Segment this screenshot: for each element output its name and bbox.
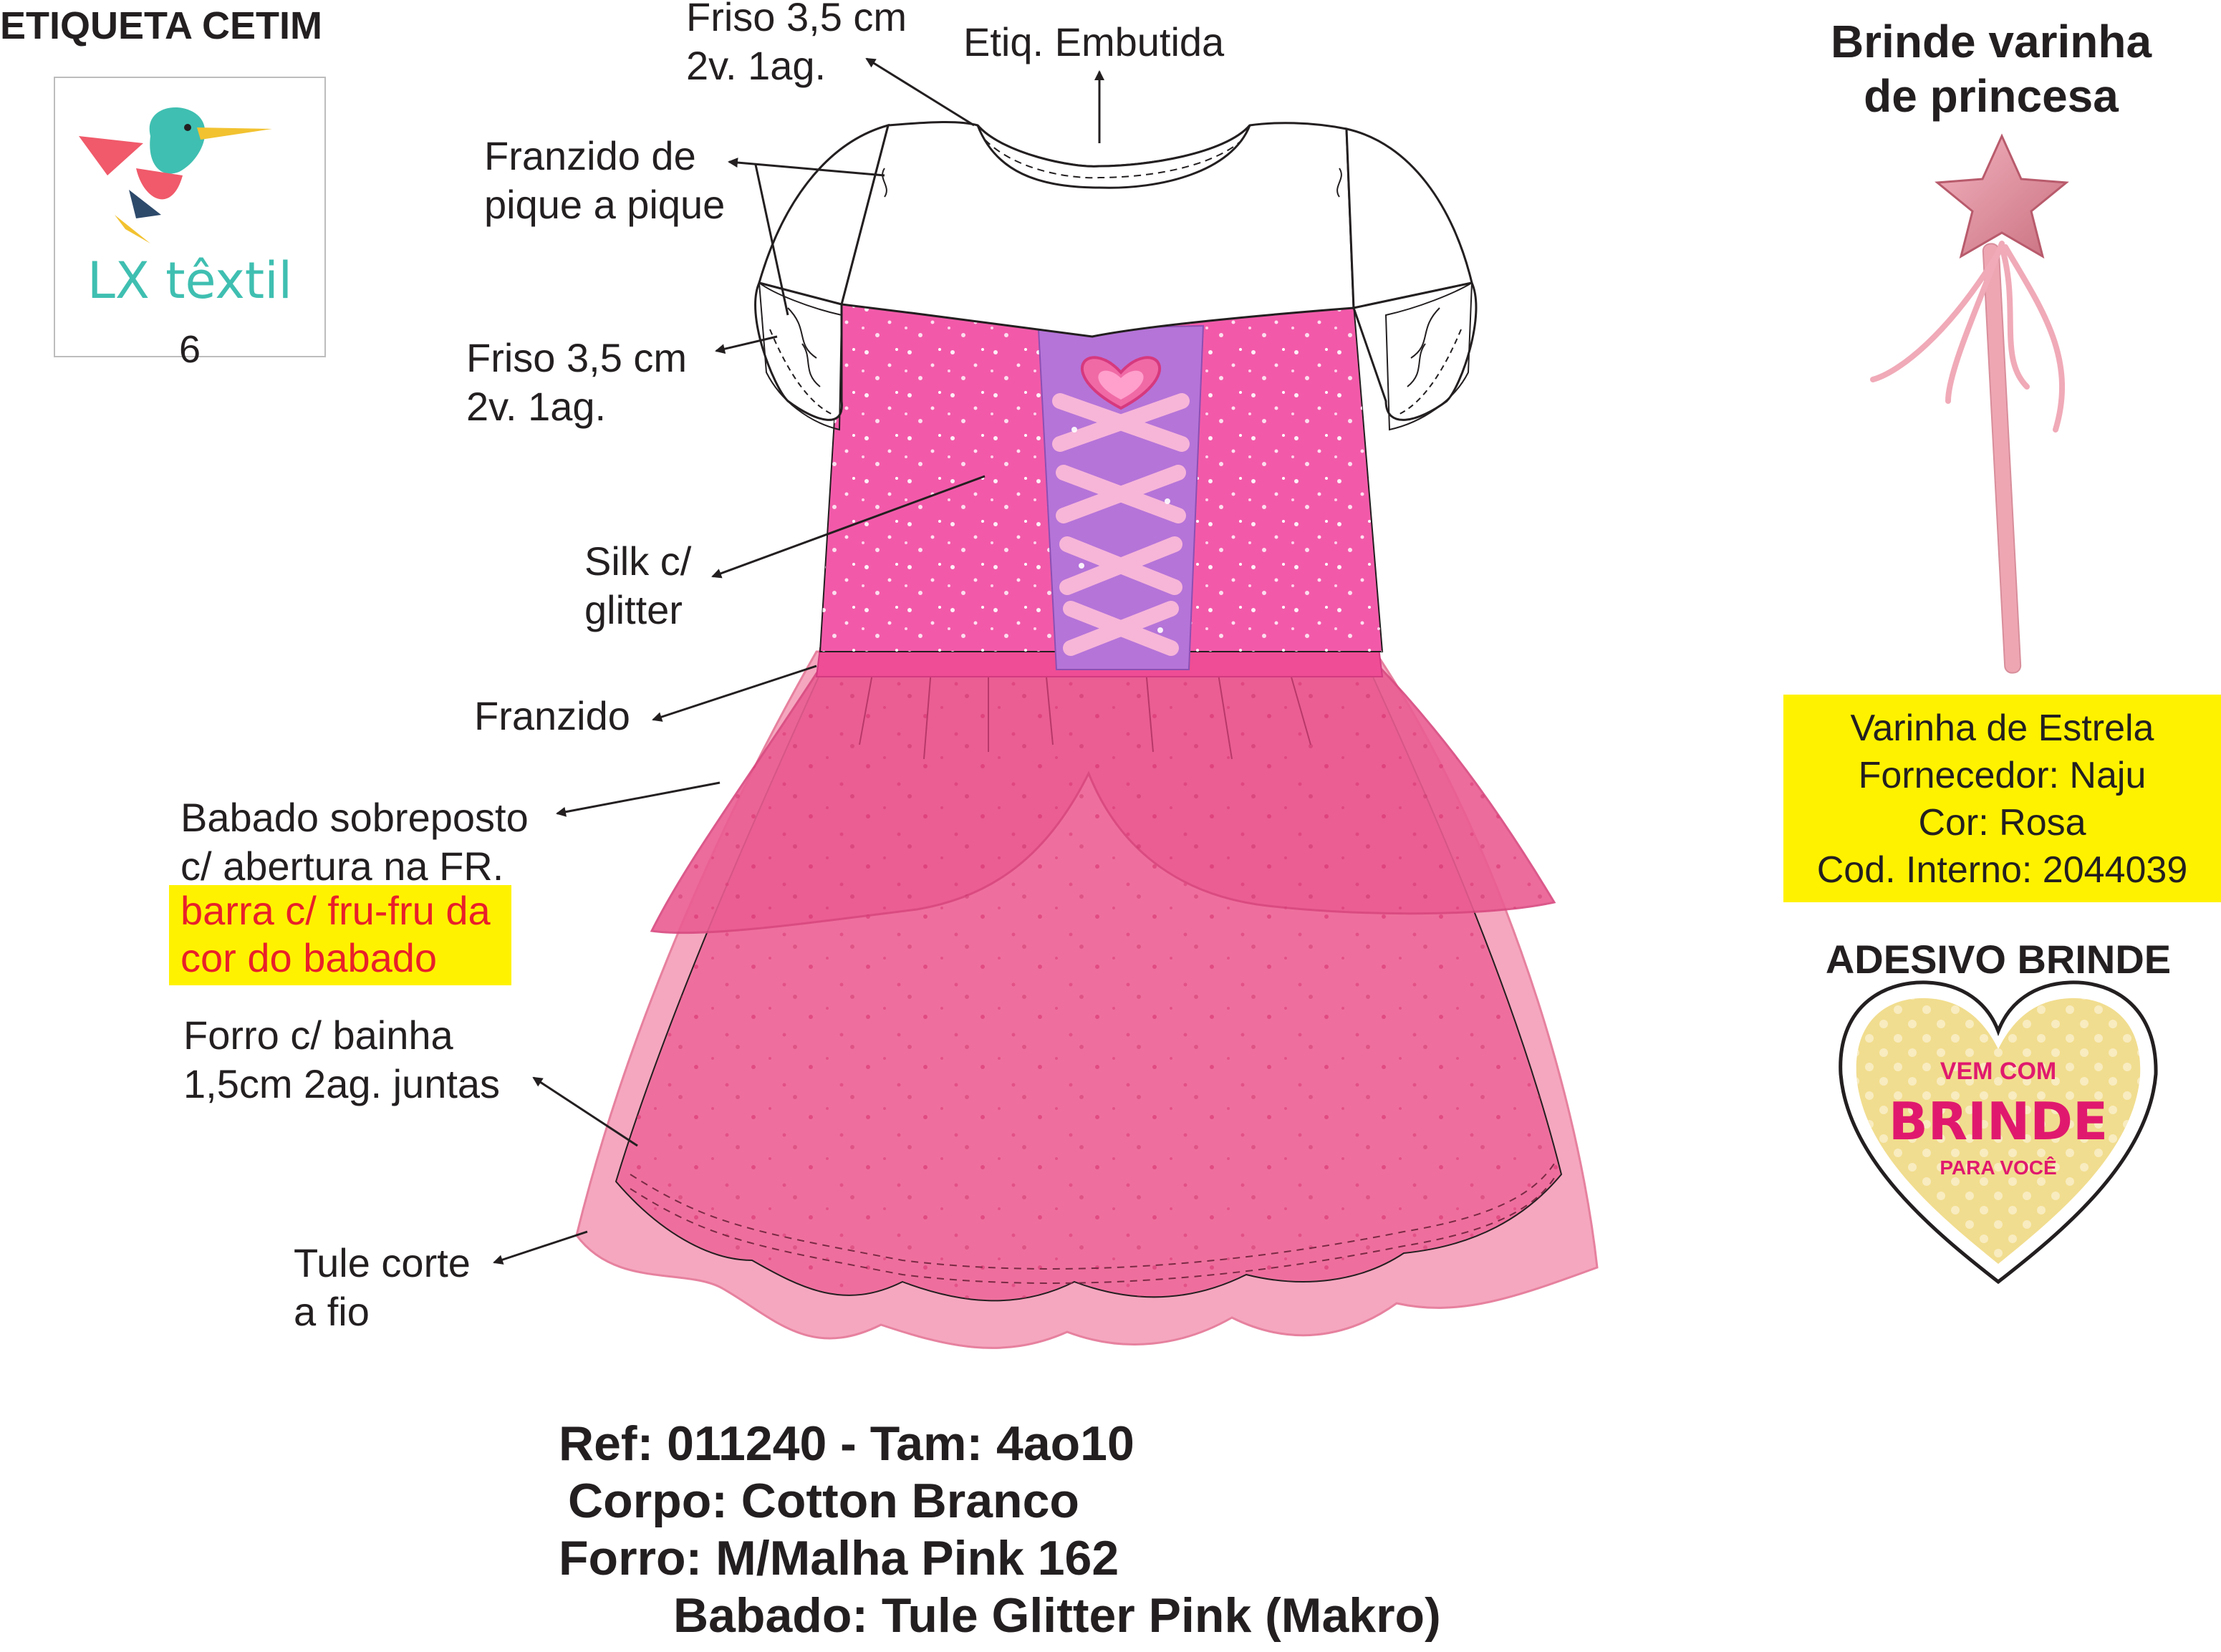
label-size: 6 <box>178 328 201 371</box>
gift-info-line1: Varinha de Estrela <box>1850 707 2154 749</box>
callout-forro-line1: Forro c/ bainha <box>183 1013 453 1058</box>
sleeve-left <box>758 123 890 306</box>
spec-babado: Babado: Tule Glitter Pink (Makro) <box>673 1588 1441 1643</box>
callout-friso-sleeve-line2: 2v. 1ag. <box>466 384 607 429</box>
callout-tule-line1: Tule corte <box>294 1240 471 1285</box>
callout-friso-top-line2: 2v. 1ag. <box>686 43 827 88</box>
callout-babado-line1: Babado sobreposto <box>180 795 529 840</box>
gift-info-line4: Cod. Interno: 2044039 <box>1816 849 2188 891</box>
sleeve-right <box>1345 127 1473 309</box>
sticker-title: ADESIVO BRINDE <box>1825 937 2172 982</box>
callout-franzido-pique-line2: pique a pique <box>484 182 726 227</box>
callout-silk-line1: Silk c/ <box>584 538 692 584</box>
gift-info-line3: Cor: Rosa <box>1918 802 2086 844</box>
callout-tule-line2: a fio <box>294 1289 370 1334</box>
sticker-text-line3: PARA VOCÊ <box>1940 1156 2057 1179</box>
callout-babado-line2: c/ abertura na FR. <box>180 844 504 889</box>
brand-name: LX têxtil <box>87 251 293 310</box>
callout-babado-note-line2: cor do babado <box>180 935 438 980</box>
care-label <box>54 77 326 357</box>
spec-corpo: Corpo: Cotton Branco <box>568 1474 1079 1528</box>
gift-title-line1: Brinde varinha <box>1830 16 2152 67</box>
lacing-ribbons <box>1052 393 1190 656</box>
gift-title-line2: de princesa <box>1864 70 2119 122</box>
callout-etiq-embutida: Etiq. Embutida <box>963 19 1225 64</box>
star-icon <box>1935 133 2069 259</box>
babado-note-highlight <box>169 885 511 985</box>
neckline <box>976 125 1251 189</box>
callout-forro-line2: 1,5cm 2ag. juntas <box>183 1061 501 1106</box>
callout-friso-top-line1: Friso 3,5 cm <box>686 0 907 39</box>
care-label-title: ETIQUETA CETIM <box>0 4 322 47</box>
callout-friso-sleeve-line1: Friso 3,5 cm <box>466 335 688 380</box>
gift-info-box <box>1783 695 2221 902</box>
spec-forro: Forro: M/Malha Pink 162 <box>559 1531 1119 1585</box>
spec-ref: Ref: 011240 - Tam: 4ao10 <box>559 1416 1134 1471</box>
sticker-text-line2: BRINDE <box>1888 1091 2109 1151</box>
star-wand-image <box>1870 133 2069 674</box>
gift-info-line2: Fornecedor: Naju <box>1858 755 2147 796</box>
dress-drawing <box>575 121 1599 1349</box>
callout-babado-note-line1: barra c/ fru-fru da <box>180 888 491 933</box>
callout-franzido-pique-line1: Franzido de <box>484 133 696 178</box>
callout-franzido: Franzido <box>474 693 630 738</box>
callout-silk-line2: glitter <box>584 587 683 632</box>
hummingbird-logo <box>79 107 272 243</box>
callout-arrows <box>493 57 1104 1265</box>
sticker-text-line1: VEM COM <box>1940 1058 2057 1085</box>
white-top <box>840 121 1355 338</box>
sticker-heart <box>1839 980 2158 1285</box>
